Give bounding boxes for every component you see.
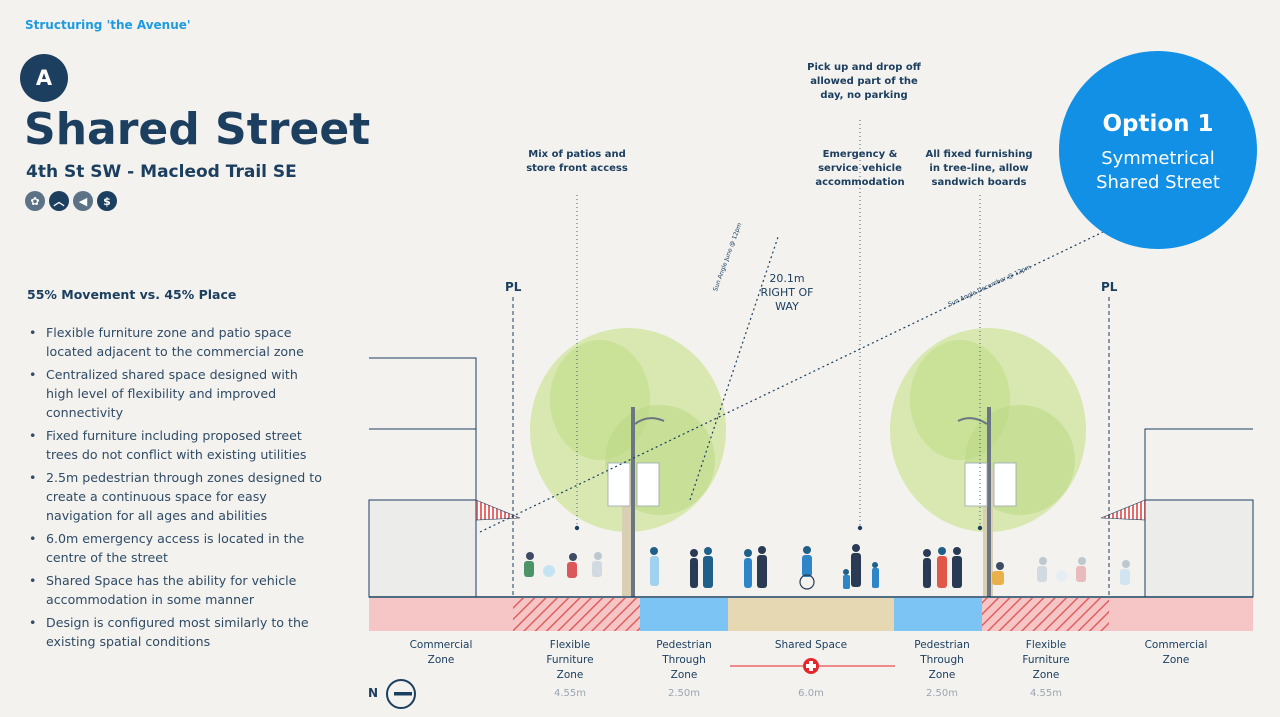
zone-bar-pedestrian-left xyxy=(640,598,728,631)
wildlife-icon: ✿ xyxy=(25,191,45,211)
north-arrow-icon xyxy=(386,679,416,709)
zone-bar-furniture-left xyxy=(513,598,640,631)
zone-bars xyxy=(369,598,1253,631)
zone-width-furniture-right: 4.55m xyxy=(1029,688,1062,699)
building-right xyxy=(1100,428,1254,598)
category-icons: ✿ ︿ ◀ $ xyxy=(25,191,117,211)
page-title: Shared Street xyxy=(24,104,371,155)
design-bullet-list: Flexible furniture zone and patio space … xyxy=(27,323,327,655)
pedestrian-figures xyxy=(524,544,1130,590)
zone-bar-pedestrian-right xyxy=(894,598,982,631)
sun-angle-june-line xyxy=(689,236,779,501)
chevron-up-icon: ︿ xyxy=(49,191,69,211)
zone-bar-commercial-left xyxy=(369,598,513,631)
zone-bar-furniture-right xyxy=(982,598,1109,631)
light-pole-left xyxy=(607,407,665,597)
zone-label-shared-space: Shared Space xyxy=(774,639,848,651)
megaphone-icon: ◀ xyxy=(73,191,93,211)
property-line-label-left: PL xyxy=(505,280,522,294)
option-title: Option 1 xyxy=(1102,111,1214,137)
bullet-item: Design is configured most similarly to t… xyxy=(27,613,327,651)
property-line-label-right: PL xyxy=(1101,280,1118,294)
movement-place-ratio: 55% Movement vs. 45% Place xyxy=(27,287,237,302)
emergency-leader-dot xyxy=(857,525,863,531)
building-left xyxy=(368,357,521,598)
page-subtitle: 4th St SW - Macleod Trail SE xyxy=(26,162,297,182)
zone-width-shared-space: 6.0m xyxy=(798,688,824,699)
furnishing-leader-dot xyxy=(977,525,983,531)
bullet-item: 2.5m pedestrian through zones designed t… xyxy=(27,468,327,525)
bullet-item: Flexible furniture zone and patio space … xyxy=(27,323,327,361)
zone-bar-shared-space xyxy=(728,598,894,631)
bullet-item: 6.0m emergency access is located in the … xyxy=(27,529,327,567)
dollar-icon: $ xyxy=(97,191,117,211)
sun-angle-december-line xyxy=(479,231,1104,533)
bullet-item: Fixed furniture including proposed stree… xyxy=(27,426,327,464)
section-badge: A xyxy=(20,54,68,102)
zone-width-furniture-left: 4.55m xyxy=(553,688,586,699)
zone-width-pedestrian-right: 2.50m xyxy=(925,688,958,699)
header-kicker: Structuring 'the Avenue' xyxy=(25,18,191,32)
patios-leader-dot xyxy=(574,525,580,531)
zone-bar-commercial-right xyxy=(1109,598,1253,631)
bullet-item: Shared Space has the ability for vehicle… xyxy=(27,571,327,609)
bullet-item: Centralized shared space designed with h… xyxy=(27,365,327,422)
north-label: N xyxy=(368,686,379,700)
light-pole-right xyxy=(957,407,1017,597)
zone-width-pedestrian-left: 2.50m xyxy=(667,688,700,699)
